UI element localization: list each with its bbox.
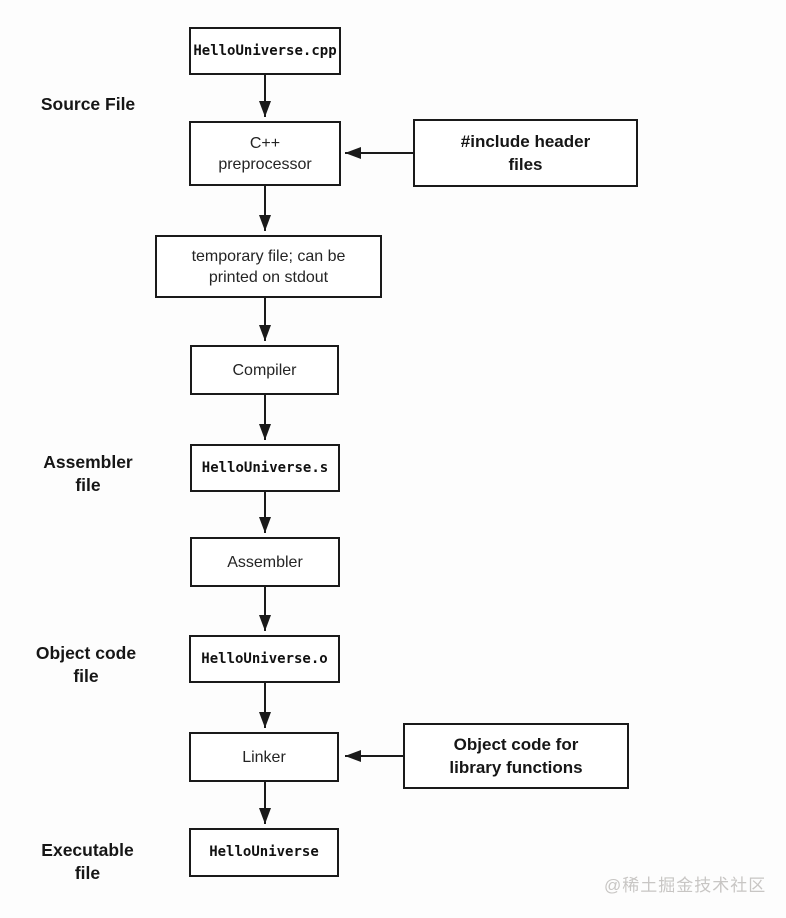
stage-label-line: file [73,666,99,686]
node-label: HelloUniverse.s [201,459,329,476]
stage-label-executable-file: Executable file [15,839,160,885]
node-label: C++ [249,134,281,152]
node-include-header-files: #include header files [413,119,638,187]
node-compiler: Compiler [190,345,339,395]
stage-label-source-file: Source File [17,93,159,116]
stage-label-line: Object code [35,643,137,663]
node-label: Assembler [227,553,303,571]
stage-label-assembler-file: Assembler file [17,451,159,497]
stage-label-line: file [75,475,101,495]
node-cpp-preprocessor: C++ preprocessor [189,121,341,186]
node-label: HelloUniverse.o [201,650,328,667]
node-label: printed on stdout [208,268,329,286]
node-label: preprocessor [218,155,312,173]
stage-label-line: Executable [41,840,134,860]
node-temporary-file: temporary file; can be printed on stdout [155,235,382,298]
watermark-text: @稀土掘金技术社区 [604,876,767,895]
stage-label-line: file [74,863,101,883]
node-label: Object code for [453,735,579,754]
stage-label-line: Assembler [43,452,133,472]
node-label: library functions [449,758,583,777]
node-label: HelloUniverse.cpp [193,42,337,59]
node-label: temporary file; can be [191,247,346,265]
node-label: HelloUniverse [209,844,319,860]
stage-label-line: Source File [40,94,136,114]
node-linker: Linker [189,732,339,782]
node-label: Compiler [232,361,297,379]
node-library-object-code: Object code for library functions [403,723,629,789]
node-source-cpp-file: HelloUniverse.cpp [189,27,341,75]
node-executable-file: HelloUniverse [189,828,339,877]
node-assembler-s-file: HelloUniverse.s [190,444,340,492]
node-assembler: Assembler [190,537,340,587]
node-label: files [508,155,543,174]
node-label: Linker [242,748,286,766]
node-label: #include header [460,132,591,151]
node-object-o-file: HelloUniverse.o [189,635,340,683]
stage-label-object-code-file: Object code file [12,642,160,688]
